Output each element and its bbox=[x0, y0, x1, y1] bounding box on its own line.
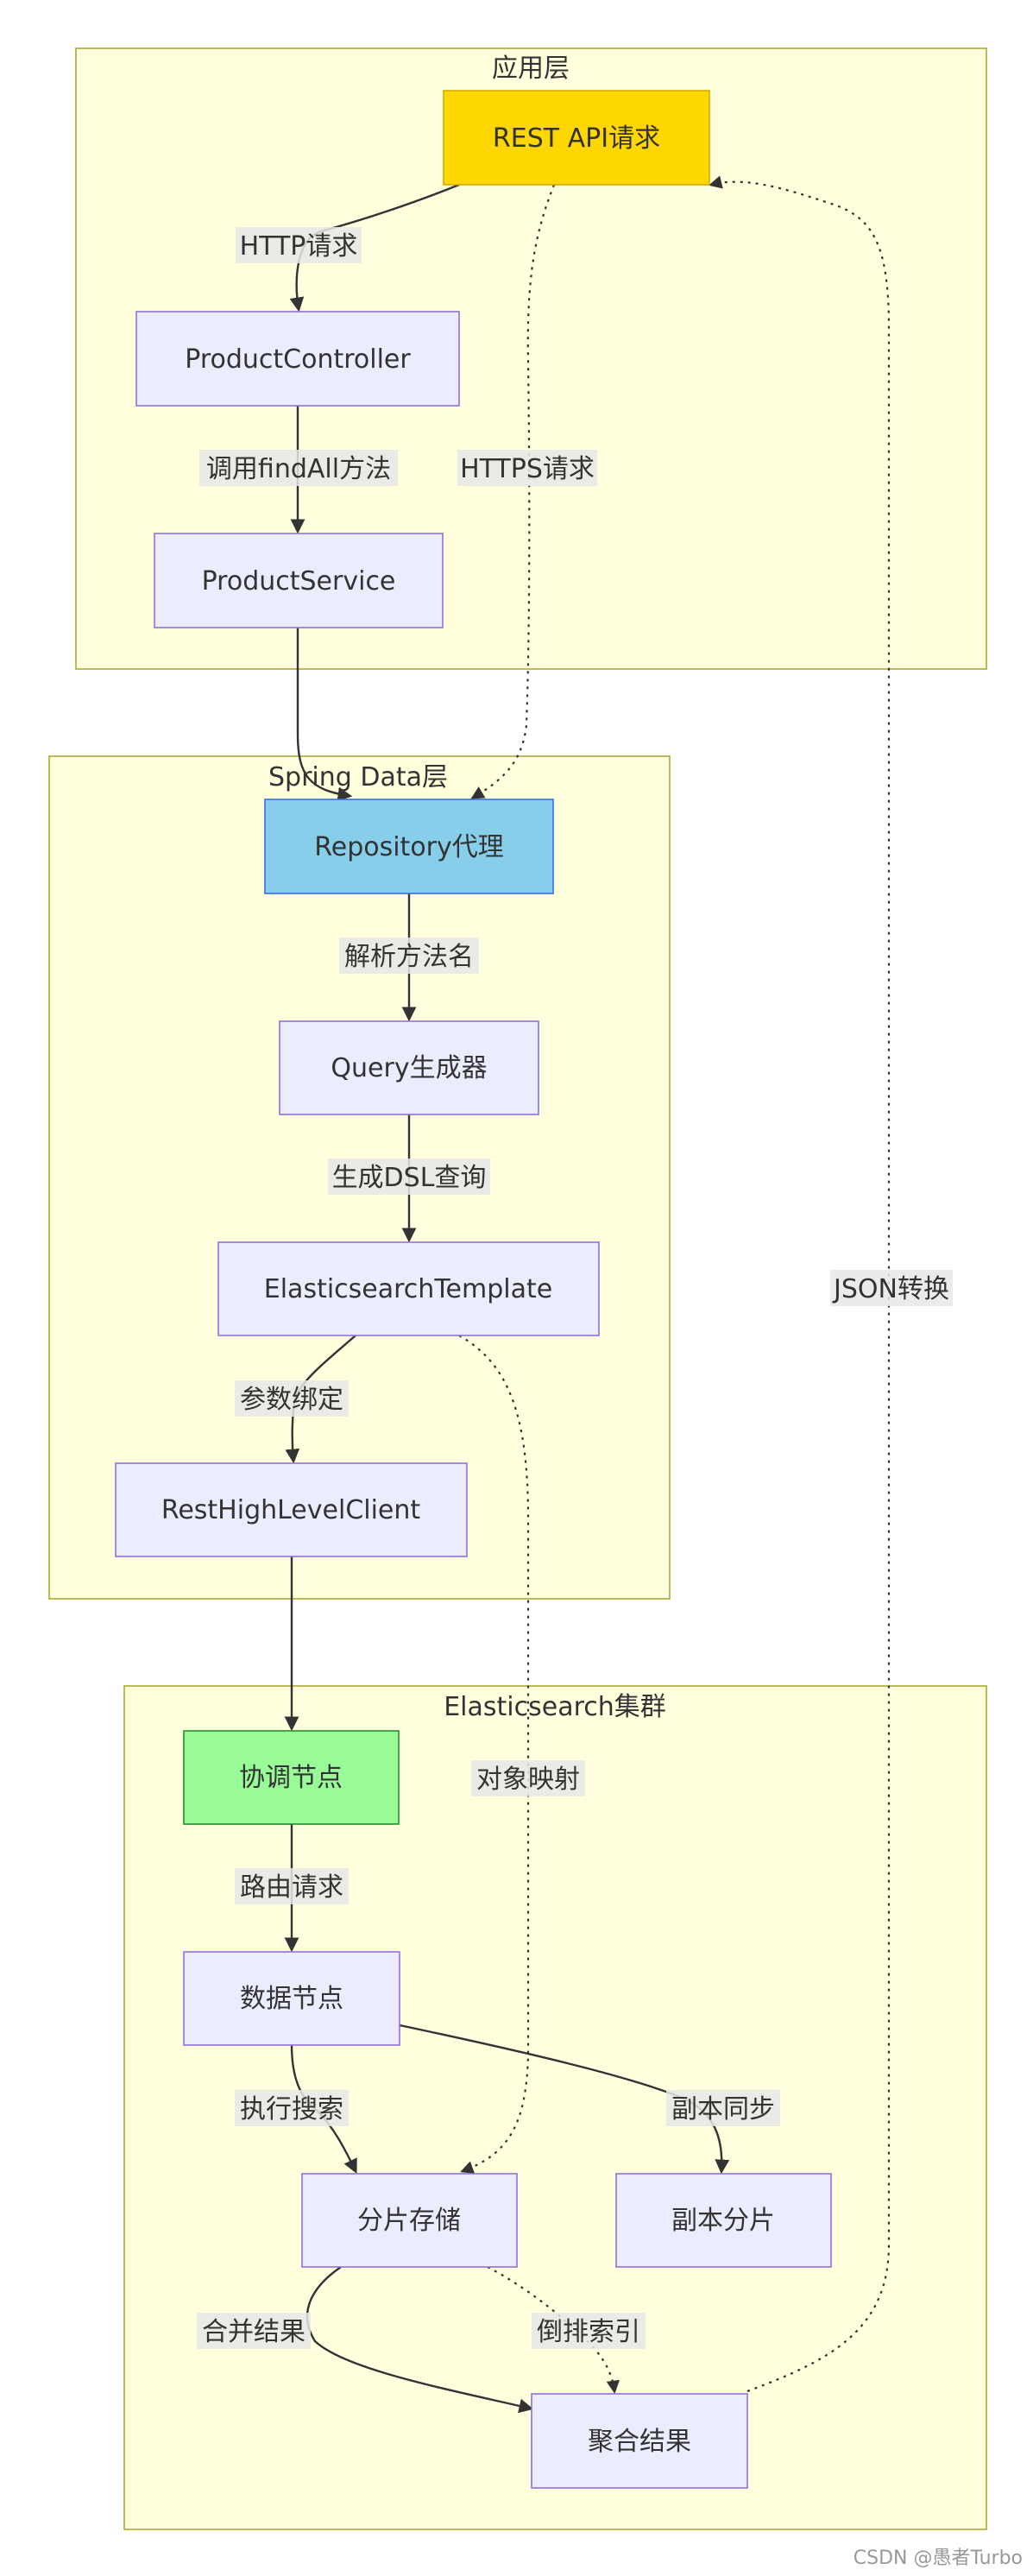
node-product-controller: ProductController bbox=[135, 311, 460, 407]
svg-text:RestHighLevelClient: RestHighLevelClient bbox=[161, 1495, 421, 1525]
svg-text:Repository代理: Repository代理 bbox=[314, 832, 504, 862]
svg-text:ProductController: ProductController bbox=[185, 344, 411, 375]
edge-rest-to-repository-https bbox=[470, 184, 556, 799]
edge-label-inverted-index: 倒排索引 bbox=[532, 2313, 646, 2349]
edge-label-execute-search: 执行搜索 bbox=[235, 2090, 349, 2126]
svg-text:ElasticsearchTemplate: ElasticsearchTemplate bbox=[264, 1274, 552, 1304]
svg-text:参数绑定: 参数绑定 bbox=[240, 1385, 343, 1415]
svg-text:执行搜索: 执行搜索 bbox=[240, 2094, 343, 2125]
node-data-node: 数据节点 bbox=[183, 1951, 400, 2046]
svg-text:合并结果: 合并结果 bbox=[202, 2317, 305, 2347]
edge-label-object-mapping: 对象映射 bbox=[471, 1760, 585, 1796]
edge-shard-to-aggregate bbox=[305, 2266, 534, 2414]
svg-text:倒排索引: 倒排索引 bbox=[537, 2317, 640, 2347]
svg-text:Query生成器: Query生成器 bbox=[331, 1053, 487, 1083]
node-product-service: ProductService bbox=[154, 533, 444, 628]
edge-label-param-binding: 参数绑定 bbox=[235, 1380, 349, 1417]
node-query-generator: Query生成器 bbox=[279, 1020, 539, 1115]
node-rest-api-request: REST API请求 bbox=[443, 90, 710, 186]
svg-text:数据节点: 数据节点 bbox=[240, 1984, 343, 2014]
cluster-app-label: 应用层 bbox=[492, 54, 570, 84]
svg-text:HTTPS请求: HTTPS请求 bbox=[460, 454, 595, 484]
node-replica-shard: 副本分片 bbox=[615, 2173, 832, 2268]
svg-text:解析方法名: 解析方法名 bbox=[344, 942, 474, 972]
svg-text:副本分片: 副本分片 bbox=[671, 2206, 775, 2236]
svg-text:HTTP请求: HTTP请求 bbox=[240, 231, 358, 262]
svg-text:ProductService: ProductService bbox=[202, 566, 396, 597]
svg-text:路由请求: 路由请求 bbox=[240, 1872, 343, 1903]
svg-text:JSON转换: JSON转换 bbox=[832, 1274, 949, 1304]
edge-label-merge-results: 合并结果 bbox=[197, 2313, 311, 2349]
cluster-spring-label: Spring Data层 bbox=[268, 762, 448, 792]
edge-label-http-request: HTTP请求 bbox=[236, 227, 362, 263]
svg-text:调用findAll方法: 调用findAll方法 bbox=[206, 454, 391, 484]
cluster-es-label: Elasticsearch集群 bbox=[444, 1692, 666, 1722]
svg-text:对象映射: 对象映射 bbox=[476, 1765, 580, 1795]
node-coordinator: 协调节点 bbox=[183, 1730, 400, 1825]
watermark-text: CSDN @愚者Turbo bbox=[853, 2548, 1023, 2569]
svg-text:分片存储: 分片存储 bbox=[357, 2206, 461, 2236]
node-repository-proxy: Repository代理 bbox=[264, 799, 554, 894]
svg-text:聚合结果: 聚合结果 bbox=[588, 2427, 691, 2457]
node-shard-storage: 分片存储 bbox=[301, 2173, 518, 2268]
edge-label-json-conversion: JSON转换 bbox=[830, 1270, 953, 1306]
svg-text:生成DSL查询: 生成DSL查询 bbox=[332, 1163, 487, 1193]
edge-label-parse-method-name: 解析方法名 bbox=[339, 938, 479, 974]
edge-template-to-shard-mapping bbox=[458, 1335, 530, 2174]
edge-label-generate-dsl: 生成DSL查询 bbox=[328, 1159, 490, 1195]
edge-label-call-findall: 调用findAll方法 bbox=[199, 450, 398, 486]
edge-label-https-request: HTTPS请求 bbox=[457, 450, 597, 486]
edge-label-replica-sync: 副本同步 bbox=[666, 2090, 780, 2126]
edge-datanode-to-replica bbox=[399, 2024, 730, 2175]
node-aggregate-result: 聚合结果 bbox=[531, 2393, 748, 2489]
node-rest-high-level-client: RestHighLevelClient bbox=[115, 1462, 468, 1557]
edge-service-to-repository bbox=[296, 628, 353, 802]
node-elasticsearch-template: ElasticsearchTemplate bbox=[217, 1241, 600, 1336]
svg-text:协调节点: 协调节点 bbox=[239, 1763, 343, 1793]
svg-text:副本同步: 副本同步 bbox=[671, 2094, 775, 2125]
edge-label-route-request: 路由请求 bbox=[235, 1868, 349, 1904]
svg-text:REST API请求: REST API请求 bbox=[493, 123, 660, 154]
